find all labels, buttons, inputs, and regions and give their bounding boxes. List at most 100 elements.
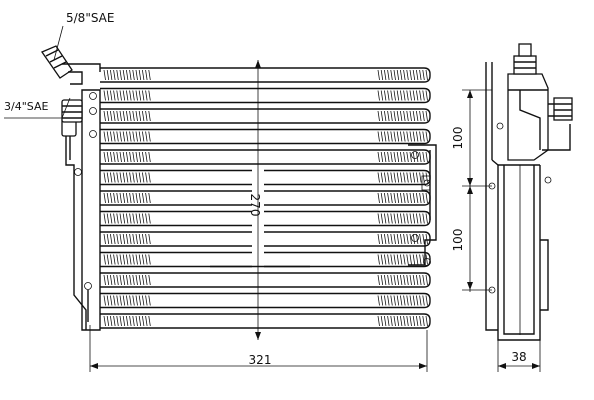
tube-row: [100, 292, 431, 309]
fin-line: [129, 254, 132, 265]
fin-line: [422, 90, 425, 101]
fin-line: [129, 233, 132, 245]
fin-line: [393, 151, 396, 163]
fin-line: [132, 295, 135, 306]
fin-line: [377, 274, 380, 286]
fin-line: [403, 315, 406, 327]
fin-line: [425, 90, 428, 101]
fin-line: [393, 110, 396, 122]
fin-line: [129, 274, 132, 286]
fin-line: [126, 151, 129, 163]
fin-line: [119, 90, 122, 101]
fin-line: [403, 254, 406, 265]
fin-line: [387, 233, 390, 245]
fin-line: [403, 274, 406, 286]
fin-line: [412, 131, 416, 142]
fin-line: [122, 295, 126, 306]
fin-line: [384, 192, 387, 204]
fin-line: [377, 151, 380, 163]
tube-row: [100, 313, 431, 329]
fin-line: [403, 131, 406, 142]
fin-line: [138, 151, 142, 163]
fin-line: [113, 172, 116, 183]
fin-line: [122, 213, 126, 224]
fin-line: [145, 274, 148, 286]
fin-line: [122, 90, 126, 101]
fin-line: [132, 274, 135, 286]
dimension-spacing: [462, 89, 492, 292]
fin-line: [390, 110, 393, 122]
spacing-upper-value: 100: [451, 127, 465, 150]
fin-line: [113, 295, 116, 306]
fin-line: [126, 90, 129, 101]
fin-line: [129, 192, 132, 204]
fin-line: [393, 274, 396, 286]
fin-line: [116, 151, 119, 163]
fin-line: [393, 295, 396, 306]
fin-line: [145, 90, 148, 101]
fin-line: [138, 254, 142, 265]
fin-line: [403, 110, 406, 122]
fin-line: [103, 213, 106, 224]
fin-line: [422, 315, 425, 327]
fin-line: [400, 110, 403, 122]
fin-line: [422, 254, 425, 265]
fin-line: [103, 315, 106, 327]
fin-line: [106, 315, 110, 327]
fin-line: [419, 254, 422, 265]
fitting-icon: [542, 97, 573, 151]
fin-line: [416, 254, 419, 265]
fin-line: [390, 69, 393, 81]
fin-line: [148, 110, 151, 122]
fin-line: [126, 315, 129, 327]
fin-line: [142, 151, 145, 163]
fin-line: [384, 172, 387, 183]
fin-line: [412, 192, 416, 204]
fin-line: [129, 172, 132, 183]
fin-line: [412, 69, 416, 81]
fin-line: [416, 274, 419, 286]
fin-line: [126, 295, 129, 306]
fin-line: [400, 192, 403, 204]
fin-line: [106, 192, 110, 204]
fin-line: [122, 69, 126, 81]
fin-line: [119, 69, 122, 81]
fin-line: [132, 151, 135, 163]
fin-line: [103, 172, 106, 183]
fin-line: [425, 213, 428, 224]
fin-line: [384, 254, 387, 265]
fin-line: [135, 131, 138, 142]
fin-line: [106, 172, 110, 183]
fin-line: [106, 110, 110, 122]
fin-line: [419, 295, 422, 306]
fin-line: [380, 192, 384, 204]
fin-line: [135, 315, 138, 327]
fin-line: [377, 315, 380, 327]
fin-line: [416, 90, 419, 101]
tube-row: [100, 231, 431, 247]
fin-line: [387, 274, 390, 286]
fin-line: [412, 254, 416, 265]
fin-line: [400, 213, 403, 224]
fin-line: [396, 151, 400, 163]
fin-line: [113, 254, 116, 265]
fin-line: [103, 233, 106, 245]
fin-line: [409, 90, 412, 101]
fin-line: [380, 172, 384, 183]
fin-line: [387, 192, 390, 204]
fin-line: [419, 110, 422, 122]
fin-line: [148, 131, 151, 142]
fin-line: [416, 213, 419, 224]
fin-line: [103, 90, 106, 101]
fin-line: [422, 151, 425, 163]
fin-line: [113, 233, 116, 245]
fin-line: [122, 254, 126, 265]
width-value: 321: [249, 353, 272, 367]
fin-line: [145, 151, 148, 163]
fin-line: [387, 151, 390, 163]
fin-line: [396, 295, 400, 306]
fin-line: [422, 233, 425, 245]
fin-line: [138, 315, 142, 327]
fin-line: [390, 254, 393, 265]
fin-line: [380, 151, 384, 163]
